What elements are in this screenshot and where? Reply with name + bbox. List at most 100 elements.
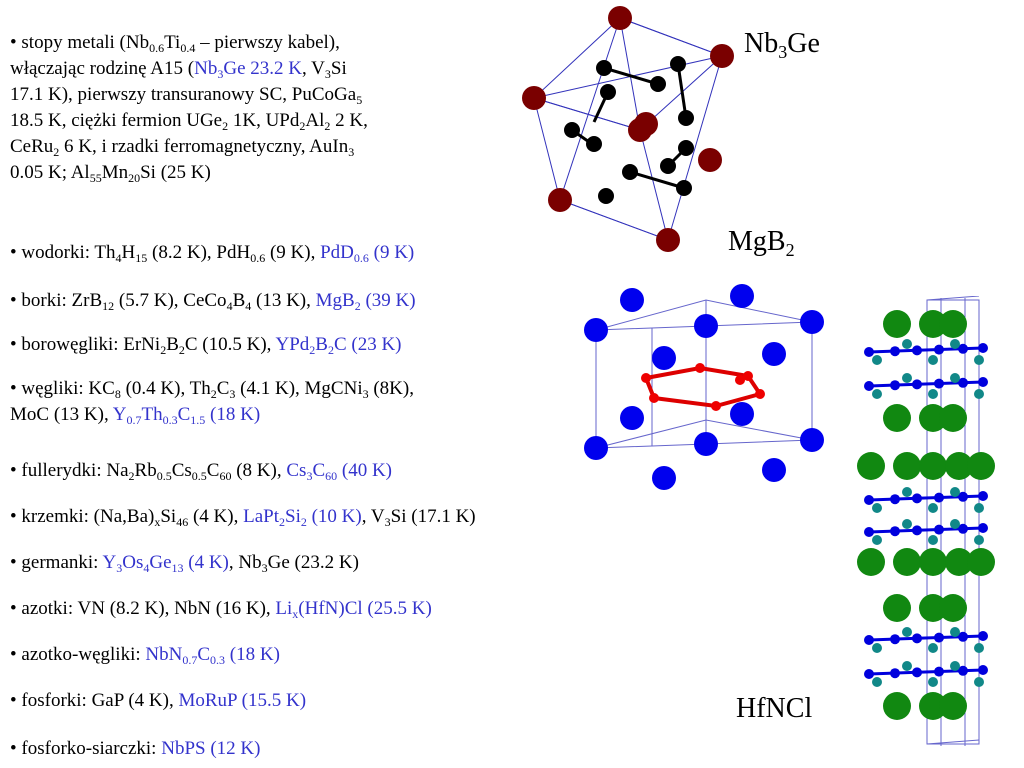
n-atom: [864, 669, 874, 679]
text-segment: Cs: [171, 460, 192, 481]
hf-atom: [857, 548, 885, 576]
n-atom: [890, 526, 900, 537]
bullet-phosphosulfides: • fosforko-siarczki: NbPS (12 K): [10, 736, 260, 762]
hf-atom: [945, 452, 973, 480]
text-segment: 2: [327, 343, 334, 357]
text-segment: (4 K),: [188, 506, 244, 527]
hf-atom: [967, 452, 995, 480]
text-segment: • borowęgliki: ErNi: [10, 334, 161, 355]
text-segment: • stopy metali (Nb: [10, 32, 150, 53]
text-segment: 3: [116, 561, 123, 575]
text-segment: 0.4: [180, 41, 196, 55]
n-atom: [864, 381, 874, 391]
text-segment: 15: [135, 251, 148, 265]
text-segment: Si (17.1 K): [390, 506, 476, 527]
cl-atom: [902, 339, 912, 349]
text-segment: 0.7: [182, 653, 198, 667]
n-atom: [864, 635, 874, 645]
text-segment: (10 K): [306, 506, 362, 527]
text-segment: 3: [324, 67, 331, 81]
text-segment: 13: [171, 561, 184, 575]
n-atom: [864, 495, 874, 505]
cl-atom: [974, 503, 984, 513]
n-atom: [978, 631, 988, 641]
text-segment: 4: [143, 561, 150, 575]
text-segment: MgB: [315, 290, 355, 311]
text-segment: CeRu: [10, 136, 54, 157]
text-segment: YPd: [275, 334, 310, 355]
text-segment: 2: [300, 515, 307, 529]
text-segment: C (10.5 K),: [184, 334, 276, 355]
n-atom: [958, 665, 968, 676]
cl-atom: [928, 643, 938, 653]
cl-atom: [928, 389, 938, 399]
cl-atom: [950, 373, 960, 383]
mgb2-structure-diagram: [584, 284, 824, 490]
text-segment: C: [216, 378, 230, 399]
text-segment: 2: [299, 119, 306, 133]
text-segment: 2 K,: [330, 110, 368, 131]
label-hfncl: HfNCl: [736, 693, 813, 724]
hf-atom: [893, 548, 921, 576]
text-segment: 3: [306, 469, 313, 483]
hf-atom: [919, 594, 947, 622]
text-segment: 0.5: [156, 469, 172, 483]
text-segment: C: [177, 404, 191, 425]
bullet-silicides: • krzemki: (Na,Ba)xSi46 (4 K), LaPt2Si2 …: [10, 504, 476, 530]
n-atom: [864, 347, 874, 357]
n-atom: [958, 343, 968, 354]
hf-atom: [945, 548, 973, 576]
text-segment: Si: [160, 506, 177, 527]
text-segment: Th: [141, 404, 163, 425]
cl-atom: [872, 535, 882, 545]
text-segment: 3: [348, 145, 355, 159]
text-segment: 0.7: [126, 413, 142, 427]
text-segment: 55: [89, 171, 102, 185]
text-segment: 1K, UPd: [228, 110, 300, 131]
text-segment: PdD: [320, 242, 354, 263]
text-segment: • wodorki: Th: [10, 242, 116, 263]
text-segment: (8 K),: [231, 460, 287, 481]
text-segment: włączając rodzinę A15 (: [10, 58, 195, 79]
hf-atom: [919, 404, 947, 432]
text-segment: 0.05 K; Al: [10, 162, 90, 183]
text-segment: Ge (23.2 K): [267, 552, 359, 573]
text-segment: Cs: [286, 460, 307, 481]
text-segment: Os: [122, 552, 144, 573]
text-segment: 3: [229, 387, 236, 401]
text-segment: • azotki: VN (8.2 K), NbN (16 K),: [10, 598, 276, 619]
hf-atom: [939, 404, 967, 432]
bullet-borides: • borki: ZrB12 (5.7 K), CeCo4B4 (13 K), …: [10, 288, 416, 314]
hf-atom: [939, 594, 967, 622]
n-atom: [958, 631, 968, 642]
text-segment: Ge: [149, 552, 172, 573]
cl-atom: [902, 627, 912, 637]
text-segment: (4 K): [183, 552, 229, 573]
n-atom: [890, 380, 900, 391]
text-segment: 3: [384, 515, 391, 529]
text-segment: (40 K): [337, 460, 393, 481]
n-atom: [890, 668, 900, 679]
cl-atom: [928, 677, 938, 687]
text-segment: 2: [309, 343, 316, 357]
hf-atom: [883, 310, 911, 338]
n-atom: [912, 379, 922, 390]
text-segment: 2: [128, 469, 135, 483]
text-segment: (9 K): [368, 242, 415, 263]
ge-atoms: [522, 6, 734, 252]
cl-atom: [950, 627, 960, 637]
n-atom: [934, 492, 944, 503]
text-segment: (5.7 K), CeCo: [114, 290, 227, 311]
text-segment: 2: [354, 299, 361, 313]
n-atom: [890, 346, 900, 357]
n-atom: [912, 493, 922, 504]
text-segment: 2: [160, 343, 167, 357]
cl-atom: [950, 661, 960, 671]
cl-atom: [928, 535, 938, 545]
cl-atom: [974, 389, 984, 399]
bullet-fullerides: • fullerydki: Na2Rb0.5Cs0.5C60 (8 K), Cs…: [10, 458, 392, 484]
n-atom: [978, 491, 988, 501]
n-atom: [912, 633, 922, 644]
cl-atom: [902, 519, 912, 529]
bullet-carbonitrides: • azotko-węgliki: NbN0.7C0.3 (18 K): [10, 642, 280, 668]
